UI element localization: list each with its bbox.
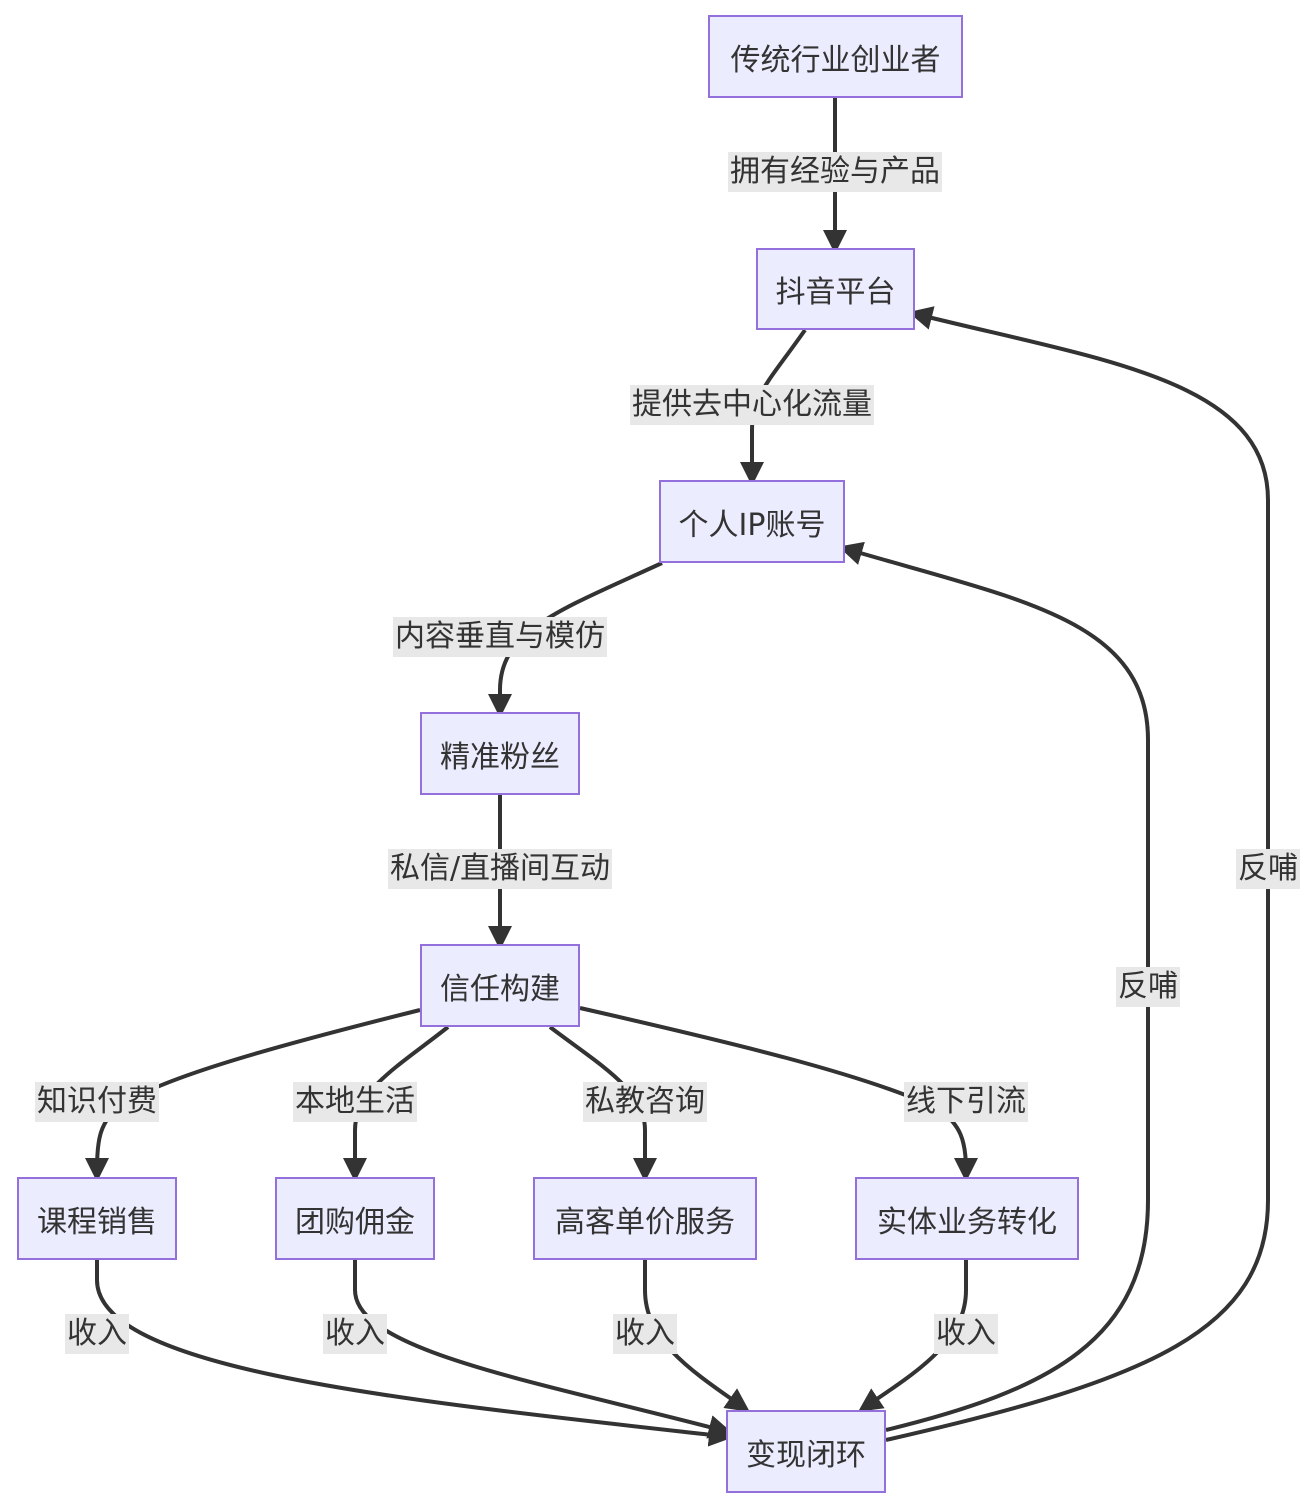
node-offline: 实体业务转化	[855, 1177, 1079, 1260]
edge-label-trust-offline: 线下引流	[904, 1082, 1028, 1122]
edge-label-trust-course: 知识付费	[35, 1082, 159, 1122]
edge-label-loop-douyin: 反哺	[1236, 849, 1300, 889]
edge-course-loop	[95, 1260, 733, 1447]
edge-group-loop	[353, 1260, 733, 1439]
edge-trust-group	[343, 1025, 450, 1182]
edge-label-high-loop: 收入	[613, 1314, 677, 1354]
node-douyin: 抖音平台	[756, 248, 915, 330]
edge-label-ip-fans: 内容垂直与模仿	[393, 617, 607, 657]
edge-label-offline-loop: 收入	[934, 1314, 998, 1354]
edge-label-trust-high: 私教咨询	[583, 1082, 707, 1122]
node-course: 课程销售	[17, 1177, 177, 1260]
node-trust: 信任构建	[420, 944, 580, 1027]
node-founder: 传统行业创业者	[708, 15, 963, 98]
edge-label-loop-ip: 反哺	[1116, 967, 1180, 1007]
edge-label-trust-group: 本地生活	[293, 1082, 417, 1122]
edge-label-founder-douyin: 拥有经验与产品	[728, 152, 942, 192]
edge-loop-ip	[838, 541, 1150, 1432]
edge-loop-douyin	[885, 306, 1270, 1442]
node-loop: 变现闭环	[726, 1410, 886, 1493]
edge-trust-high	[548, 1025, 657, 1182]
edge-label-group-loop: 收入	[323, 1314, 387, 1354]
node-fans: 精准粉丝	[420, 712, 580, 795]
node-high-price: 高客单价服务	[533, 1177, 757, 1260]
node-ip-account: 个人IP账号	[659, 480, 845, 563]
edge-label-fans-trust: 私信/直播间互动	[387, 849, 613, 889]
edge-trust-offline	[579, 1006, 978, 1182]
edge-label-course-loop: 收入	[65, 1314, 129, 1354]
node-group-buy: 团购佣金	[275, 1177, 435, 1260]
edge-label-douyin-ip: 提供去中心化流量	[630, 385, 874, 425]
